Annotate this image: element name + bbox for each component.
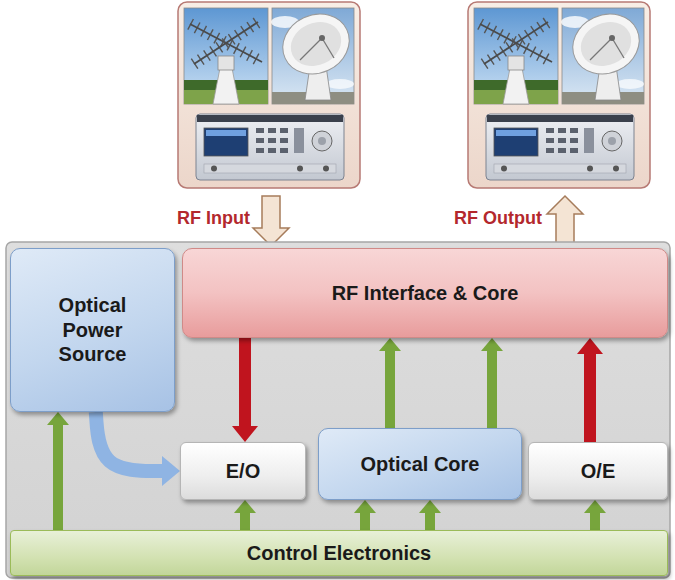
signal-generator-photo-part (268, 138, 276, 143)
dish-antenna-photo-part (284, 14, 349, 74)
signal-generator-photo-part (256, 148, 264, 153)
signal-generator-photo-part (280, 138, 288, 143)
arrow-shaft (584, 353, 596, 442)
block-arrow (232, 338, 258, 442)
arrow-shaft (425, 512, 435, 530)
block-arrow (584, 500, 606, 530)
arrow-shaft (487, 350, 497, 428)
antenna-panel-part (178, 2, 360, 188)
control-band: Control Electronics (10, 530, 668, 576)
rf-input-arrow (253, 196, 289, 246)
arrow-head (577, 338, 603, 354)
power-source-box: Optical Power Source (10, 248, 175, 412)
arrow-shaft (360, 512, 370, 530)
arrow-shaft (385, 350, 395, 428)
signal-generator-photo-part (323, 166, 329, 172)
signal-generator-photo-part (318, 137, 326, 145)
arrow-head (481, 338, 503, 351)
signal-generator-photo-part (280, 148, 288, 153)
arrow-head (162, 456, 180, 486)
yagi-antenna-photo-part (213, 68, 239, 104)
block-arrow (481, 338, 503, 428)
converter-box: E/O (180, 442, 306, 500)
rf-core-box: RF Interface & Core (182, 248, 668, 338)
optical-core-box: Optical Core (318, 428, 522, 500)
arrow-shaft (590, 512, 600, 530)
arrow-shaft (240, 512, 250, 530)
box-label: Optical Power Source (37, 293, 149, 366)
block-arrow (577, 338, 603, 442)
signal-generator-photo-part (196, 114, 344, 180)
block-arrow (47, 412, 69, 530)
signal-generator-photo (196, 114, 344, 180)
arrow-head (234, 500, 256, 513)
signal-label: RF Output (454, 208, 542, 229)
signal-generator-photo-part (204, 164, 336, 173)
antenna-panel (178, 2, 360, 188)
signal-generator-photo-part (197, 115, 343, 122)
yagi-antenna-photo (184, 8, 268, 104)
box-label: Optical Core (361, 452, 480, 476)
dish-antenna-photo-part (273, 3, 359, 84)
block-arrow (379, 338, 401, 428)
dish-antenna-photo-part (319, 35, 325, 41)
signal-generator-photo-part (294, 128, 304, 153)
dish-antenna-photo-part (300, 38, 322, 60)
yagi-antenna-photo-part (194, 22, 258, 64)
box-label: Control Electronics (247, 541, 431, 565)
yagi-antenna-photo-part (184, 8, 268, 104)
arrow-head (354, 500, 376, 513)
dish-antenna-photo-part (326, 79, 354, 89)
block-arrow (354, 500, 376, 530)
arrow-head (47, 412, 69, 425)
converter-box: O/E (528, 442, 668, 500)
arrow-head (232, 426, 258, 442)
arrow-head (584, 500, 606, 513)
yagi-antenna-photo-part (218, 56, 234, 70)
signal-generator-photo-part (211, 166, 217, 172)
signal-generator-photo-part (256, 128, 264, 133)
dish-antenna-photo-part (322, 38, 334, 58)
signal-generator-photo-part (256, 138, 264, 143)
arrow-head (379, 338, 401, 351)
system-housing (6, 242, 670, 578)
arrow-shaft (53, 424, 63, 530)
yagi-antenna-photo-part (194, 22, 258, 64)
signal-label: RF Input (177, 208, 250, 229)
signal-generator-photo-part (268, 128, 276, 133)
arrow-shaft (239, 338, 251, 427)
box-label: RF Interface & Core (332, 281, 519, 305)
block-arrow (419, 500, 441, 530)
rf-output-arrow (547, 196, 583, 246)
signal-generator-photo-part (312, 131, 332, 151)
arrow-head (419, 500, 441, 513)
signal-generator-photo-part (206, 130, 246, 136)
dish-antenna-photo (271, 3, 359, 104)
antenna-panel (468, 2, 650, 188)
signal-generator-photo-part (280, 128, 288, 133)
signal-generator-photo-part (204, 128, 248, 156)
arrow-shaft (96, 412, 163, 471)
box-label: E/O (226, 459, 260, 483)
block-arrow (96, 412, 180, 486)
signal-generator-photo-part (268, 148, 276, 153)
signal-generator-photo-part (297, 166, 303, 172)
block-arrow (234, 500, 256, 530)
box-label: O/E (581, 459, 615, 483)
